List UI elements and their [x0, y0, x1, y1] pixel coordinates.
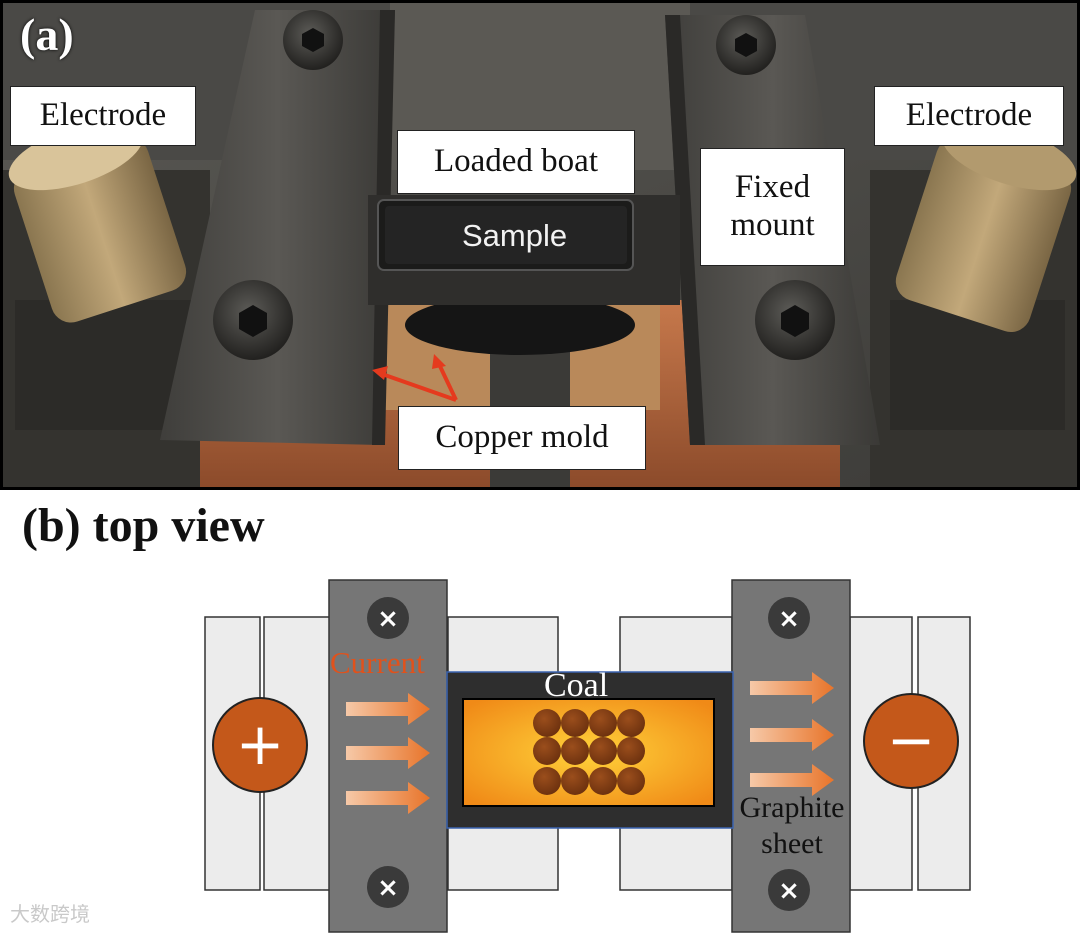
fixed-mount-line2: mount — [730, 207, 815, 243]
negative-terminal: − — [863, 693, 959, 789]
screw-icon: × — [768, 869, 810, 911]
sample-label: Sample — [462, 218, 568, 253]
coal-particle — [589, 737, 617, 765]
svg-text:×: × — [377, 604, 399, 634]
coal-particle — [533, 767, 561, 795]
svg-text:×: × — [377, 873, 399, 903]
coal-particle — [589, 767, 617, 795]
watermark: 大数跨境 — [10, 902, 90, 926]
fixed-mount-line1: Fixed — [734, 169, 811, 206]
top-view-diagram: + − × × × × — [204, 579, 971, 933]
screw-icon: × — [367, 597, 409, 639]
coal-particle — [561, 709, 589, 737]
graphite-sheet-label: Graphite sheet — [728, 790, 856, 862]
positive-terminal: + — [212, 697, 308, 793]
coal-particle — [617, 709, 645, 737]
screws: × × × × — [367, 597, 810, 911]
fixed-mount-label: Fixed mount — [700, 148, 845, 266]
graphite-line1: Graphite — [739, 791, 845, 824]
current-arrow — [346, 737, 430, 769]
graphite-line2: sheet — [761, 827, 823, 860]
loaded-boat-label: Loaded boat — [397, 130, 635, 194]
panel-b-title: (b) top view — [22, 499, 265, 552]
coal-particle — [617, 767, 645, 795]
current-arrow — [750, 764, 834, 796]
svg-text:×: × — [778, 604, 800, 634]
coal-label: Coal — [544, 667, 609, 704]
apparatus-photo: (a) Electrode Electrode Loaded boat Fixe… — [0, 0, 1080, 490]
current-arrow — [750, 719, 834, 751]
current-arrow — [750, 672, 834, 704]
electrode-left-label: Electrode — [10, 86, 196, 146]
coal-particle — [561, 737, 589, 765]
current-arrow — [346, 782, 430, 814]
coal-particle — [617, 737, 645, 765]
screw-icon: × — [367, 866, 409, 908]
coal-particle — [533, 737, 561, 765]
positive-symbol: + — [236, 710, 285, 778]
current-arrows-right — [750, 672, 834, 796]
electrode-right-label: Electrode — [874, 86, 1064, 146]
coal-particle — [589, 709, 617, 737]
svg-text:×: × — [778, 876, 800, 906]
coal-particle — [533, 709, 561, 737]
current-arrows-left — [346, 693, 430, 814]
copper-mold-label: Copper mold — [398, 406, 646, 470]
current-label: Current — [330, 645, 425, 680]
panel-a-letter: (a) — [20, 9, 74, 60]
coal-particles — [533, 709, 645, 795]
screw-icon: × — [768, 597, 810, 639]
negative-symbol: − — [887, 706, 936, 774]
coal-particle — [561, 767, 589, 795]
current-arrow — [346, 693, 430, 725]
